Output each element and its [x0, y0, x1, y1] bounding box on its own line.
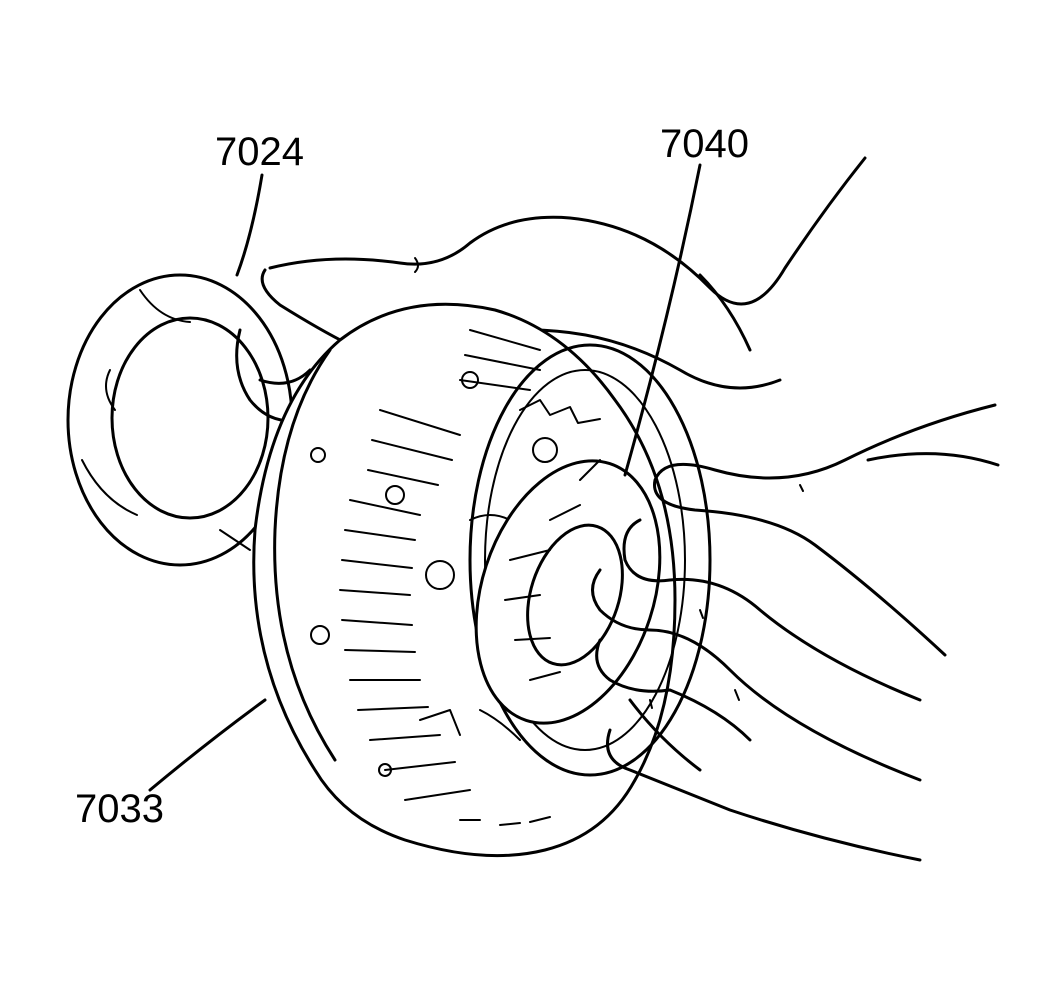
leader-lines: [148, 163, 702, 792]
callout-7040: 7040: [660, 122, 749, 166]
callout-7033: 7033: [75, 787, 164, 831]
leader-7040: [623, 163, 702, 477]
leader-7033: [148, 698, 267, 792]
washer-7040: [474, 459, 662, 725]
lower-hand: [591, 403, 1000, 862]
leader-7024: [235, 173, 264, 277]
callout-7024: 7024: [215, 130, 304, 174]
